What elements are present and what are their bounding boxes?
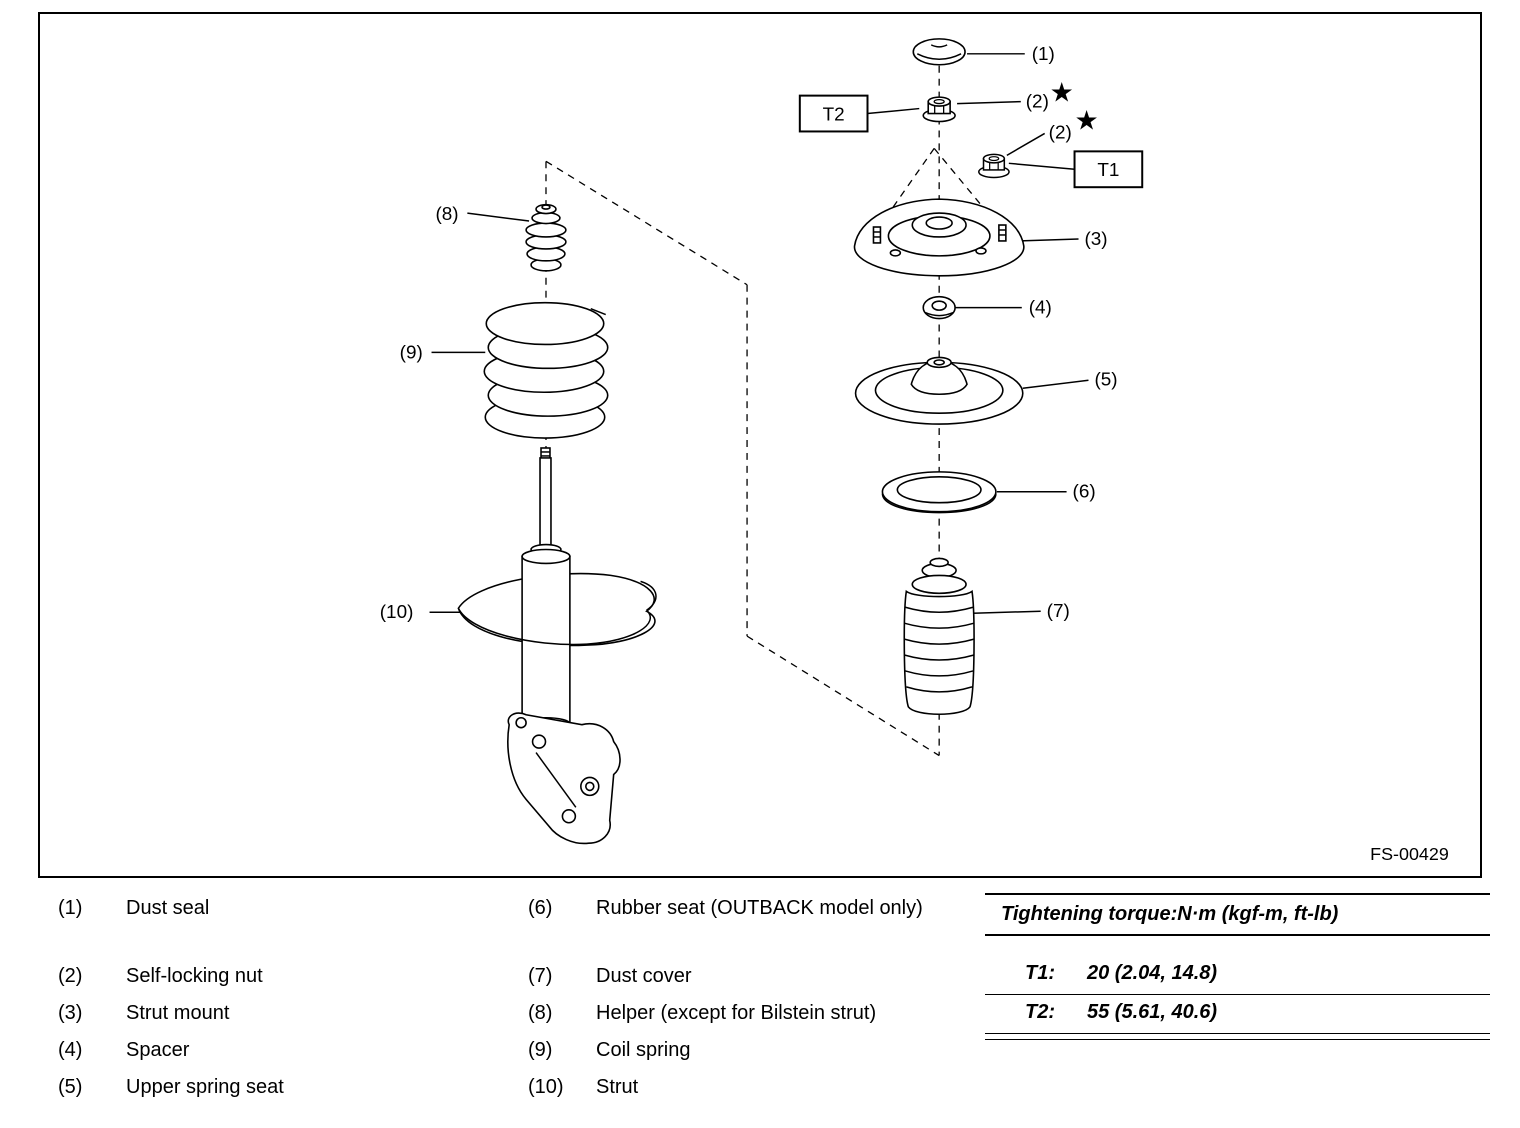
legend-item-8: (8) Helper (except for Bilstein strut) <box>528 1000 978 1037</box>
torque-row-t2: T2: 55 (5.61, 40.6) <box>985 995 1490 1034</box>
legend-item-label: Dust cover <box>596 965 692 987</box>
legend-item-number: (8) <box>528 1002 553 1024</box>
legend-item-label: Helper (except for Bilstein strut) <box>596 1002 877 1024</box>
legend-item-7: (7) Dust cover <box>528 963 978 1000</box>
callout-1-label: (1) <box>1032 44 1055 65</box>
diagram-frame: T2 T1 (1) (2) ★ (2) ★ (3) (4) (5) (6) (7… <box>38 12 1482 878</box>
legend-item-label: Spacer <box>126 1039 190 1061</box>
star-icon: ★ <box>1075 105 1099 135</box>
callout-2b-label: (2) <box>1049 122 1072 143</box>
torque-row-value: 20 (2.04, 14.8) <box>1087 962 1218 984</box>
callout-10-label: (10) <box>380 602 414 623</box>
legend-item-label: Strut mount <box>126 1002 230 1024</box>
strut-part <box>457 447 657 845</box>
torque-tag-t2: T2 <box>798 94 869 133</box>
self-locking-nut-upper <box>922 96 956 123</box>
tightening-torque-table: Tightening torque:N·m (kgf-m, ft-lb) T1:… <box>985 893 1490 1040</box>
torque-row-value: 55 (5.61, 40.6) <box>1087 1001 1218 1023</box>
legend-item-label: Upper spring seat <box>126 1076 284 1098</box>
callout-8-label: (8) <box>436 204 459 225</box>
callout-3-label: (3) <box>1084 229 1107 250</box>
torque-tag-t2-label: T2 <box>823 105 845 126</box>
legend-item-number: (1) <box>58 897 83 919</box>
callout-9-label: (9) <box>400 342 423 363</box>
helper-part <box>525 203 567 272</box>
legend-item-number: (10) <box>528 1076 564 1098</box>
callout-6-label: (6) <box>1073 482 1096 503</box>
upper-spring-seat-part <box>854 356 1024 425</box>
legend-item-label: Rubber seat (OUTBACK model only) <box>596 897 923 919</box>
legend-item-label: Strut <box>596 1076 639 1098</box>
coil-spring-part <box>483 301 609 439</box>
torque-tag-t1: T1 <box>1073 150 1144 189</box>
legend-item-label: Coil spring <box>596 1039 691 1061</box>
torque-table-rows: T1: 20 (2.04, 14.8) T2: 55 (5.61, 40.6) <box>985 956 1490 1040</box>
legend-item-4: (4) Spacer <box>58 1037 508 1074</box>
torque-row-id: T2: <box>1025 1001 1055 1023</box>
legend-item-label: Dust seal <box>126 897 210 919</box>
legend-item-label: Self-locking nut <box>126 965 263 987</box>
callout-2a-label: (2) <box>1026 92 1049 113</box>
legend-item-number: (7) <box>528 965 553 987</box>
torque-table-title: Tightening torque:N·m (kgf-m, ft-lb) <box>985 893 1490 936</box>
legend-item-number: (2) <box>58 965 83 987</box>
rubber-seat-part <box>881 471 997 514</box>
legend-item-10: (10) Strut <box>528 1074 978 1111</box>
legend-item-3: (3) Strut mount <box>58 1000 508 1037</box>
spacer-part <box>922 295 956 320</box>
legend-column-1: (1) Dust seal (2) Self-locking nut (3) S… <box>58 895 508 1111</box>
dust-seal-part <box>912 38 966 66</box>
torque-row-id: T1: <box>1025 962 1055 984</box>
self-locking-nut-lower <box>978 153 1010 179</box>
legend-item-2: (2) Self-locking nut <box>58 963 508 1000</box>
legend-column-2: (6) Rubber seat (OUTBACK model only) (7)… <box>528 895 978 1111</box>
legend-item-number: (6) <box>528 897 553 919</box>
legend-item-6: (6) Rubber seat (OUTBACK model only) <box>528 895 978 963</box>
figure-code: FS-00429 <box>1370 844 1449 864</box>
legend-item-1: (1) Dust seal <box>58 895 508 963</box>
legend-item-number: (4) <box>58 1039 83 1061</box>
dust-cover-part <box>903 557 975 715</box>
callout-5-label: (5) <box>1094 369 1117 390</box>
table-bottom-rule <box>985 1034 1490 1040</box>
legend-item-5: (5) Upper spring seat <box>58 1074 508 1111</box>
legend-item-number: (3) <box>58 1002 83 1024</box>
torque-row-t1: T1: 20 (2.04, 14.8) <box>985 956 1490 995</box>
star-icon: ★ <box>1050 78 1074 108</box>
callout-4-label: (4) <box>1029 298 1052 319</box>
legend-item-number: (9) <box>528 1039 553 1061</box>
callout-7-label: (7) <box>1047 601 1070 622</box>
strut-mount-part <box>853 198 1025 277</box>
torque-tag-t1-label: T1 <box>1097 160 1119 181</box>
legend-item-number: (5) <box>58 1076 83 1098</box>
legend-item-9: (9) Coil spring <box>528 1037 978 1074</box>
exploded-strut-diagram: T2 T1 (1) (2) ★ (2) ★ (3) (4) (5) (6) (7… <box>380 38 1449 864</box>
